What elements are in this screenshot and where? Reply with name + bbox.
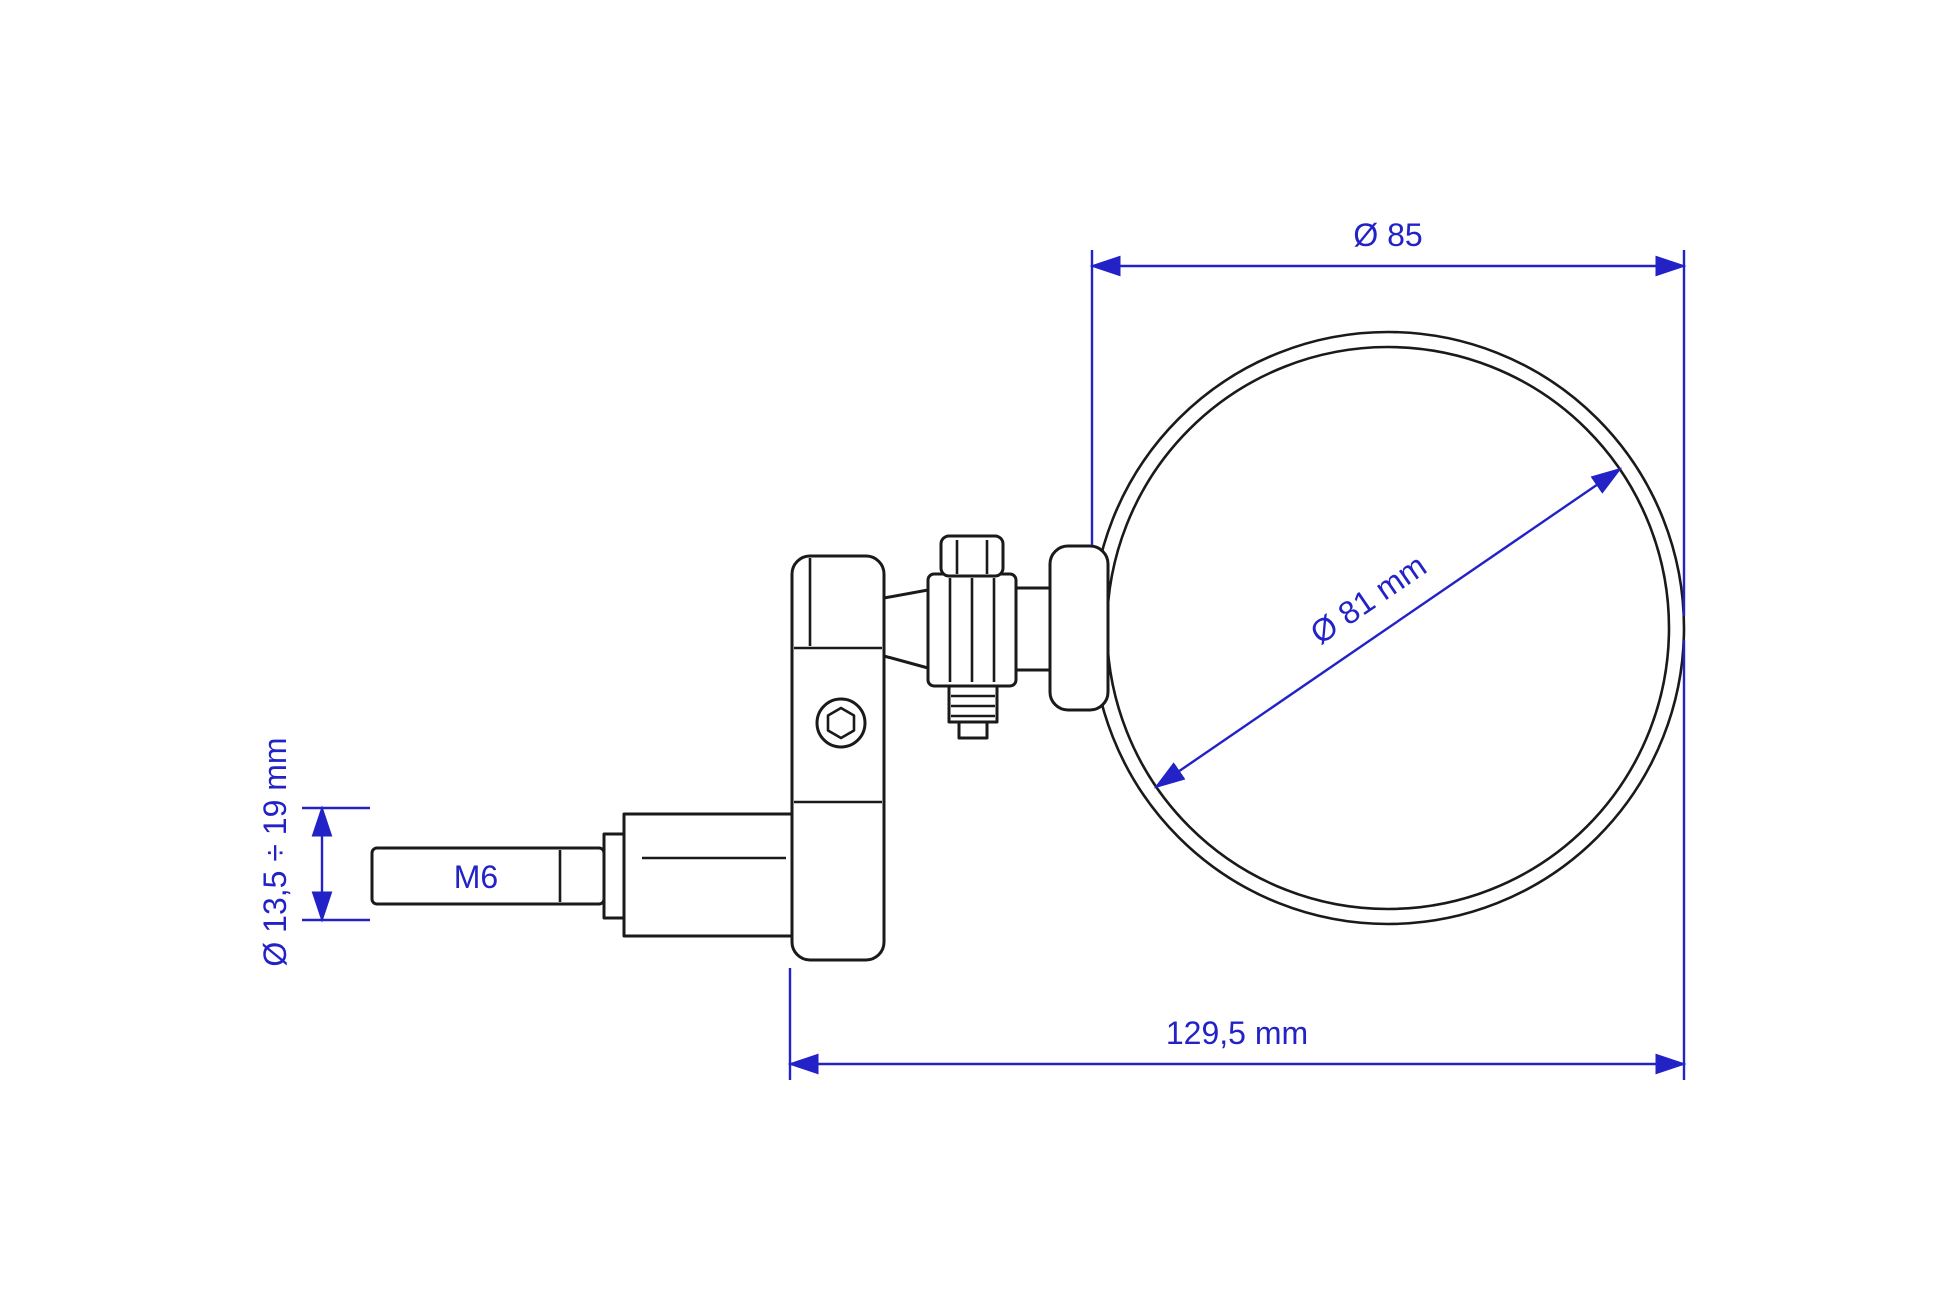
hex-screw-head [815,697,867,749]
overall-length-dimension: 129,5 mm [787,640,1687,1080]
glass-diameter-label: Ø 81 mm [1304,547,1433,651]
mount-body [790,554,886,962]
thread-label: M6 [454,859,498,895]
mirror-glass-diameter-dimension: Ø 81 mm [1153,467,1623,789]
expander-washer [602,832,626,920]
clamp-diameter-label: Ø 13,5 ÷ 19 mm [257,737,293,966]
glass-diameter-dimension-line [1153,467,1623,789]
pivot-bolt-head [939,534,1005,578]
clamp-assembly [370,534,1110,962]
pivot-bolt-tip [957,720,989,740]
overall-length-label: 129,5 mm [1166,1015,1308,1051]
expander-sleeve [622,812,796,938]
pivot-arm [882,588,930,670]
mirror-attach-pad [1048,544,1110,712]
hex-socket [826,706,856,740]
clamp-diameter-dimension: Ø 13,5 ÷ 19 mm [257,737,370,967]
mirror-outer-diameter-dimension: Ø 85 [1089,217,1687,616]
outer-diameter-label: Ø 85 [1353,217,1422,253]
